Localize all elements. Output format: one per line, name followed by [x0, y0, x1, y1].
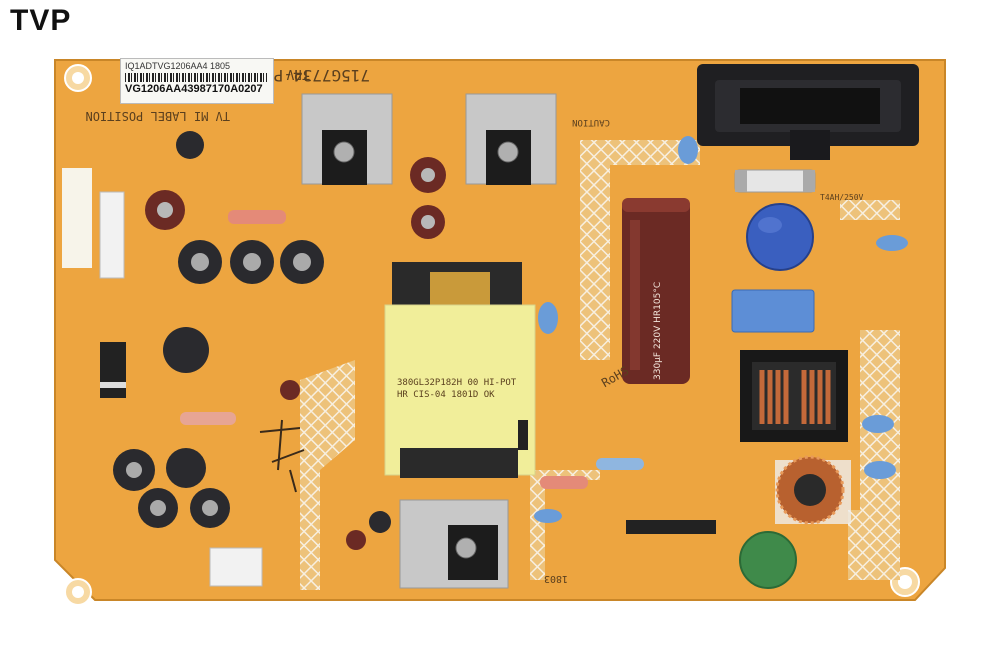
output-connector	[626, 520, 716, 534]
mounting-hole-icon	[64, 578, 92, 606]
handwritten-mark	[259, 419, 305, 493]
white-connector-bottom	[209, 547, 263, 587]
maker-label: TPV	[286, 66, 310, 81]
brand-label: TVP	[10, 4, 72, 37]
transformer-text-2: HR CIS-04 1801D OK	[397, 390, 495, 400]
heatsink-bottom	[399, 499, 509, 589]
date-code: 1803	[544, 573, 568, 584]
capacitor-icon: 330µF 220V HR105°C	[622, 198, 690, 384]
transformer: 380GL32P182H 00 HI-POT HR CIS-04 1801D O…	[384, 262, 536, 478]
sticker-line-2: VG1206AA43987170A0207	[125, 83, 263, 95]
mounting-hole-icon	[64, 64, 92, 92]
transformer-text-1: 380GL32P182H 00 HI-POT	[397, 378, 517, 388]
resistors	[180, 210, 644, 489]
y-capacitors	[534, 136, 908, 523]
label-position-text: TV MI LABEL POSITION	[86, 109, 231, 123]
fuse-rating: T4AH/250V	[820, 193, 864, 202]
capacitor-icon	[113, 131, 446, 550]
white-connector-left	[99, 191, 125, 279]
fuse	[734, 169, 816, 193]
heatsink-left	[301, 93, 393, 185]
ac-input-connector	[697, 64, 919, 160]
sticker-line-1: IQ1ADTVG1206AA4 1805	[125, 61, 231, 71]
heatsink-right	[465, 93, 557, 185]
x-capacitor	[731, 289, 815, 333]
inductor-icon	[740, 350, 848, 442]
serial-sticker: IQ1ADTVG1206AA4 1805 VG1206AA43987170A02…	[120, 58, 274, 104]
barcode	[125, 73, 267, 82]
bulk-cap-text: 330µF 220V HR105°C	[653, 282, 663, 380]
caution-text: CAUTION	[572, 117, 610, 127]
varistor	[746, 203, 814, 271]
ntc-thermistor	[739, 531, 797, 589]
toroid-inductor	[775, 455, 851, 525]
board-cutout	[62, 168, 92, 268]
diodes	[100, 342, 528, 450]
